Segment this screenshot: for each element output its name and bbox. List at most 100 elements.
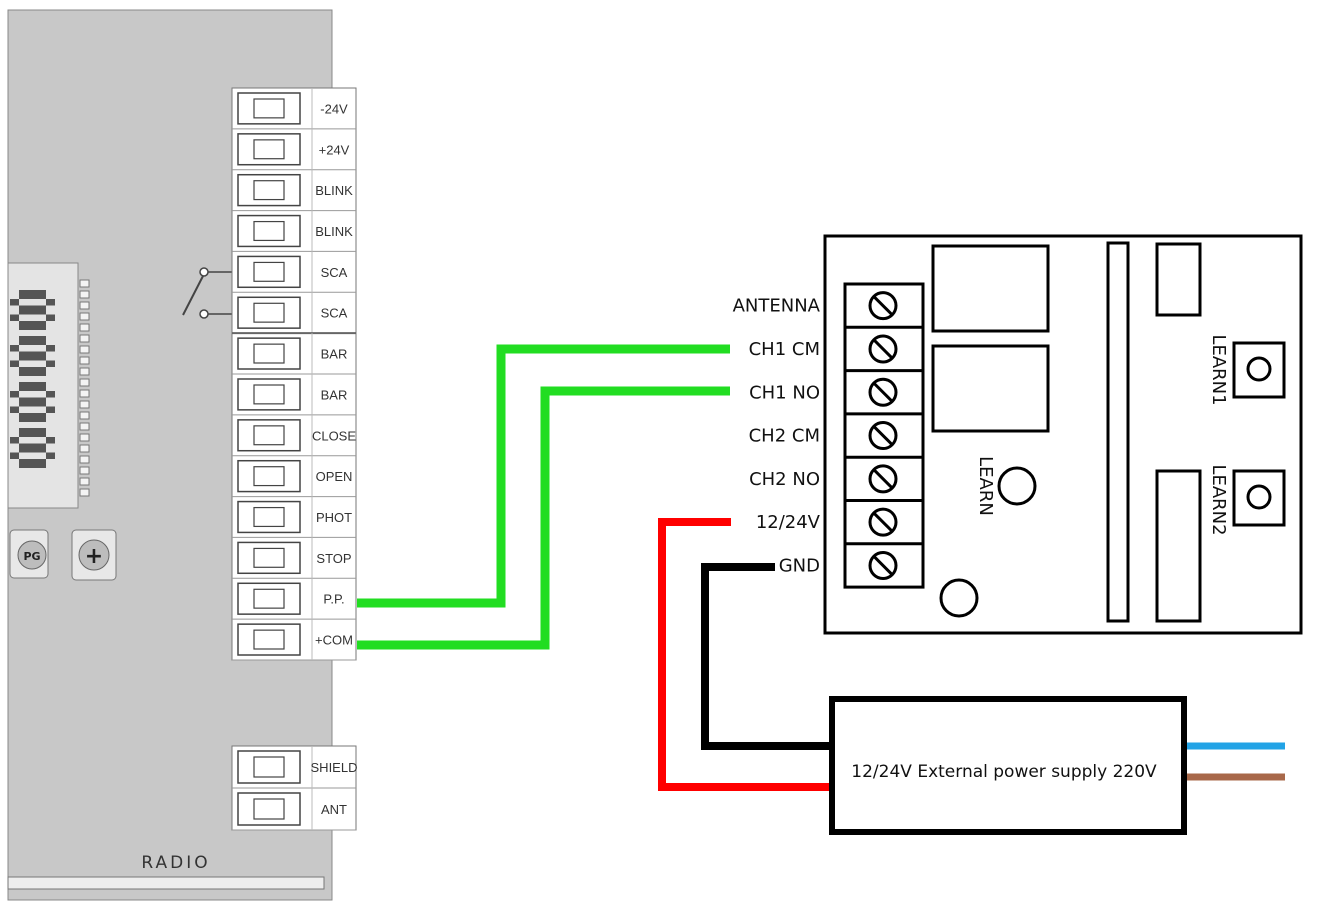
controller-terminal-label: OPEN xyxy=(316,469,353,484)
relay-2 xyxy=(931,344,1050,433)
wire-positive-supply xyxy=(658,518,829,791)
receiver-terminal-label: ANTENNA xyxy=(733,296,821,317)
controller-terminal-label: SHIELD xyxy=(311,760,358,775)
controller-terminal-label: CLOSE xyxy=(312,428,356,443)
controller-terminal-24v: +24V xyxy=(232,128,356,171)
board-edge-strip xyxy=(7,876,325,890)
display-pin xyxy=(79,488,90,497)
display-pin xyxy=(79,367,90,376)
display-digits xyxy=(10,290,55,468)
controller-terminal-pp: P.P. xyxy=(232,578,356,620)
pg-button[interactable]: PG xyxy=(9,529,49,579)
controller-terminal-ant: ANT xyxy=(232,788,356,831)
receiver-screw-terminal xyxy=(845,369,923,407)
receiver-screw-terminal xyxy=(868,291,898,321)
controller-terminal-blink: BLINK xyxy=(232,210,356,252)
component-top xyxy=(1155,242,1202,317)
display-pin xyxy=(79,477,90,486)
display-pins xyxy=(79,279,90,497)
pg-button-label: PG xyxy=(23,550,40,563)
power-supply-box xyxy=(829,696,1187,835)
learn-label: LEARN xyxy=(975,456,996,516)
component-bottom xyxy=(1155,469,1202,623)
receiver-terminal-label: CH2 CM xyxy=(749,426,820,447)
receiver-terminal-label: CH1 CM xyxy=(749,339,820,360)
display-pin xyxy=(79,301,90,310)
receiver-screw-terminal xyxy=(845,499,923,537)
radio-label: RADIO xyxy=(141,853,210,873)
controller-terminal-label: BLINK xyxy=(315,183,353,198)
display-pin xyxy=(79,378,90,387)
display-pin xyxy=(79,466,90,475)
learn2-button[interactable] xyxy=(1232,469,1286,527)
controller-terminal-label: P.P. xyxy=(323,592,344,607)
controller-terminal-label: SCA xyxy=(321,306,348,321)
display-pin xyxy=(79,279,90,288)
plus-button-label: + xyxy=(85,544,103,569)
controller-terminal-com: +COM xyxy=(232,619,356,661)
relay-1 xyxy=(931,244,1050,333)
wire-pp-to-ch1cm xyxy=(357,344,730,608)
terminal-block-main: -24V +24V BLINK BLINK SCA SCA BAR BAR CLOSE OPEN P… xyxy=(231,87,357,661)
controller-terminal-blink: BLINK xyxy=(232,169,356,212)
receiver-screw-terminal xyxy=(845,325,923,364)
controller-terminal-label: +COM xyxy=(315,633,353,648)
display-pin xyxy=(79,422,90,431)
receiver-terminal-labels: ANTENNA CH1 CM CH1 NO CH2 CM CH2 NO 12/24V GND xyxy=(733,296,821,577)
receiver-terminal-label: CH1 NO xyxy=(749,382,820,403)
display-digit xyxy=(10,290,55,330)
controller-terminal-label: BLINK xyxy=(315,224,353,239)
mounting-hole xyxy=(939,578,979,618)
display-pin xyxy=(79,334,90,343)
terminal-block-radio: SHIELD ANT xyxy=(231,745,358,831)
controller-board: PG + -24V +24V BLINK BLINK SCA SCA BAR BAR CLOSE… xyxy=(7,9,358,901)
receiver-terminal-label: GND xyxy=(779,555,820,576)
learn-button[interactable] xyxy=(997,466,1037,506)
receiver-module: LEARN LEARN1 LEARN2 xyxy=(823,234,1303,635)
display-pin xyxy=(79,323,90,332)
controller-terminal-stop: STOP xyxy=(232,537,356,579)
receiver-terminal-label: CH2 NO xyxy=(749,469,820,490)
wire-ground-supply xyxy=(701,563,829,750)
display-pin xyxy=(79,433,90,442)
controller-terminal-bar: BAR xyxy=(232,374,356,416)
display-digit xyxy=(10,428,55,468)
learn1-button[interactable] xyxy=(1232,341,1286,399)
relay-contact-symbol xyxy=(182,267,232,319)
display-pin xyxy=(79,312,90,321)
receiver-terminal-label: 12/24V xyxy=(756,512,821,533)
controller-terminal-phot: PHOT xyxy=(232,496,356,538)
display-pin xyxy=(79,389,90,398)
seven-segment-display xyxy=(7,262,90,509)
controller-terminal-label: SCA xyxy=(321,265,348,280)
controller-terminal-label: BAR xyxy=(321,387,348,402)
controller-terminal-24v: -24V xyxy=(232,88,356,130)
display-pin xyxy=(79,290,90,299)
controller-terminal-label: PHOT xyxy=(316,510,352,525)
display-pin xyxy=(79,400,90,409)
wires xyxy=(357,344,1285,791)
receiver-terminal-block xyxy=(843,282,925,589)
controller-terminal-bar: BAR xyxy=(232,333,356,375)
controller-terminal-open: OPEN xyxy=(232,455,356,498)
receiver-screw-terminal xyxy=(845,412,923,451)
controller-terminal-sca: SCA xyxy=(232,251,356,293)
controller-terminal-shield: SHIELD xyxy=(232,746,358,789)
controller-terminal-label: BAR xyxy=(321,347,348,362)
display-digit xyxy=(10,336,55,376)
receiver-screw-terminal xyxy=(845,455,923,494)
controller-terminal-label: +24V xyxy=(319,142,350,157)
controller-terminal-label: -24V xyxy=(320,101,348,116)
display-digit xyxy=(10,382,55,422)
display-pin xyxy=(79,411,90,420)
controller-terminal-close: CLOSE xyxy=(232,414,356,457)
power-supply-label: 12/24V External power supply 220V xyxy=(851,762,1157,782)
pcb-strip xyxy=(1106,241,1130,623)
learn2-label: LEARN2 xyxy=(1208,464,1229,535)
display-pin xyxy=(79,356,90,365)
plus-button[interactable]: + xyxy=(71,529,117,581)
learn1-label: LEARN1 xyxy=(1208,334,1229,405)
wire-com-to-ch1no xyxy=(357,386,730,650)
controller-terminal-label: ANT xyxy=(321,802,347,817)
